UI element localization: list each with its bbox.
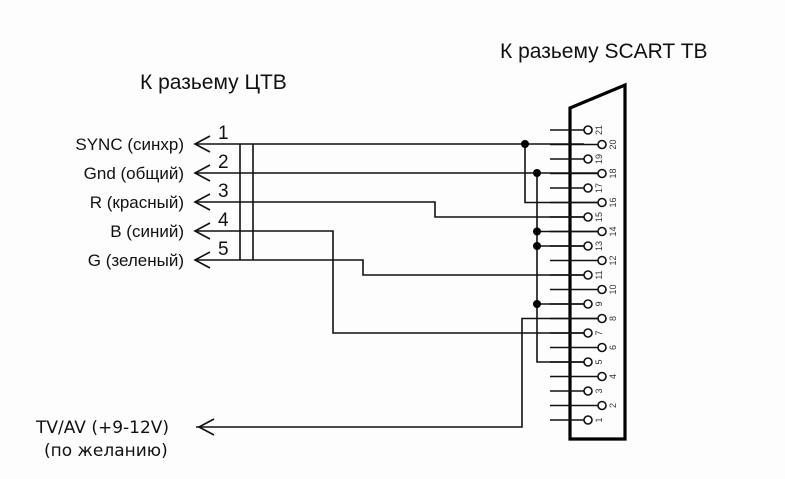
ctv-pin-3-label: R (красный) [90,193,184,212]
arrow-icon [193,251,211,269]
scart-pin-6-number: 6 [608,345,618,350]
scart-pin-15-number: 15 [594,212,604,222]
scart-pin-18-terminal [597,168,607,179]
scart-pin-18-number: 18 [608,168,618,178]
ctv-pin-3-number: 3 [218,181,229,202]
scart-pin-9-terminal [583,299,593,309]
scart-pin-14-terminal [597,226,607,237]
tvav-arrow-icon [197,418,215,436]
ctv-pin-2-label: Gnd (общий) [84,164,184,183]
scart-pin-12-number: 12 [608,255,618,265]
ctv-pin-4-label: B (синий) [110,222,184,241]
scart-pin-7-terminal [583,328,593,338]
junction-dot [533,242,541,250]
ctv-header: К разьему ЦТВ [140,71,287,94]
scart-pin-8-terminal [597,313,607,324]
scart-pin-3-number: 3 [594,388,604,393]
scart-pin-6-terminal [597,342,607,353]
scart-pin-17-terminal [583,183,593,193]
wire-r-to-15 [196,201,584,218]
scart-pin-10-terminal [597,284,607,295]
scart-pin-20-number: 20 [608,139,618,149]
scart-pin-4-number: 4 [608,374,618,379]
scart-pin-21-terminal [583,125,593,135]
wire-gnd-bus [536,173,584,363]
scart-pin-3-terminal [583,386,593,396]
junction-dot [521,140,529,148]
scart-pin-9-number: 9 [594,301,604,306]
scart-pin-12-terminal [597,255,607,266]
scart-pin-21-number: 21 [594,125,604,135]
scart-pin-19-number: 19 [594,154,604,164]
scart-pin-1-terminal [583,415,593,425]
ctv-pin-5-number: 5 [218,239,229,260]
scart-pin-10-number: 10 [608,284,618,294]
scart-pin-14-number: 14 [608,226,618,236]
wire-b-to-7 [196,230,584,334]
scart-pin-5-terminal [583,357,593,367]
arrow-icon [193,135,211,153]
scart-pin-13-number: 13 [594,241,604,251]
scart-pin-2-terminal [597,400,607,411]
scart-pin-17-number: 17 [594,183,604,193]
junction-dot [533,169,541,177]
scart-pin-2-number: 2 [608,403,618,408]
scart-pin-8-number: 8 [608,316,618,321]
scart-pin-15-terminal [583,212,593,222]
ctv-pin-1-number: 1 [218,123,229,144]
scart-pin-13-terminal [583,241,593,251]
arrow-icon [193,164,211,182]
scart-connector-body [568,82,627,441]
scart-pin-7-number: 7 [594,330,604,335]
scart-pin-16-terminal [597,197,607,208]
ctv-pin-1-label: SYNC (синхр) [75,135,184,154]
wire-tvav-to-8 [196,317,598,428]
ctv-pin-2-number: 2 [218,152,229,173]
scart-pin-1-number: 1 [594,417,604,422]
scart-pin-16-number: 16 [608,197,618,207]
junction-dot [533,300,541,308]
scart-pin-19-terminal [583,154,593,164]
ctv-pin-4-number: 4 [218,210,229,231]
wire-sync-to-16 [524,144,598,204]
tvav-note: (по желанию) [44,441,168,461]
scart-pin-5-number: 5 [594,359,604,364]
arrow-icon [193,222,211,240]
scart-pin-11-number: 11 [594,270,604,279]
scart-header: К разьему SCART ТВ [500,40,708,63]
junction-dot [533,227,541,236]
scart-pin-11-terminal [583,270,593,280]
ctv-pin-5-label: G (зеленый) [88,251,184,270]
wire-g-to-11 [196,259,584,276]
scart-pin-20-terminal [597,139,607,150]
wires [196,140,598,436]
scart-pin-4-terminal [597,371,607,382]
arrow-icon [193,193,211,211]
tvav-label: TV/AV (+9-12V) [35,418,169,438]
